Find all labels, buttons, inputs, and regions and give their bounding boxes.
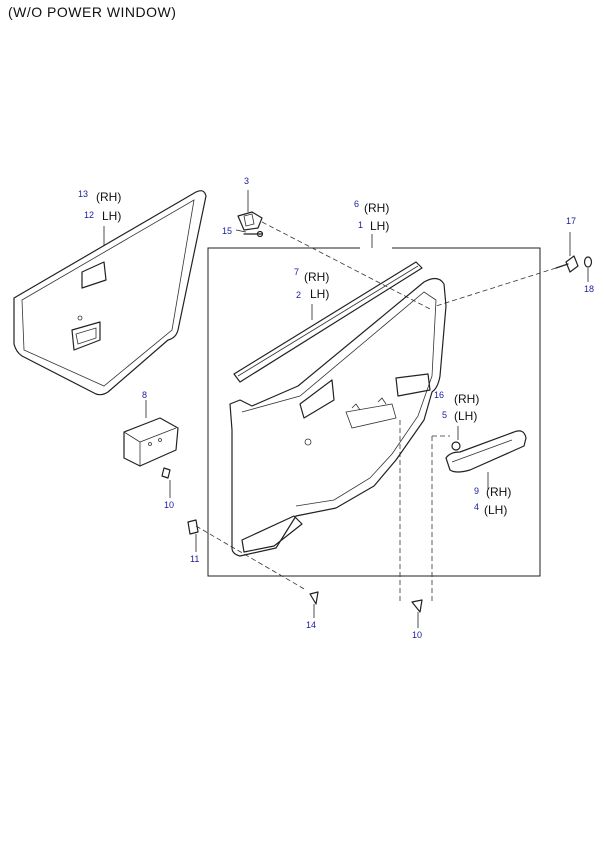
- assembly-frame: [207, 247, 541, 577]
- callout-14: 14: [306, 620, 316, 630]
- callout-9: 9: [474, 486, 479, 496]
- callout-13: 13: [78, 189, 88, 199]
- door-trim-panel: [13, 190, 207, 396]
- callout-17: 17: [566, 216, 576, 226]
- side-4: (LH): [484, 503, 507, 517]
- callout-3: 3: [244, 176, 249, 186]
- callout-15: 15: [222, 226, 232, 236]
- assembly-guides: [195, 221, 557, 604]
- callout-16: 16: [434, 390, 444, 400]
- side-13: (RH): [96, 190, 121, 204]
- fasteners: [187, 255, 593, 613]
- callout-4: 4: [474, 502, 479, 512]
- side-7: (RH): [304, 270, 329, 284]
- callout-8: 8: [142, 390, 147, 400]
- callout-6: 6: [354, 199, 359, 209]
- leader-lines: [103, 190, 589, 628]
- garnish: [123, 417, 179, 479]
- callout-10-b: 10: [412, 630, 422, 640]
- callout-18: 18: [584, 284, 594, 294]
- diagram-heading: (W/O POWER WINDOW): [8, 4, 177, 20]
- door-trim: [229, 277, 447, 557]
- bracket: [237, 211, 264, 238]
- callout-7: 7: [294, 267, 299, 277]
- side-9: (RH): [486, 485, 511, 499]
- callout-11: 11: [190, 554, 199, 564]
- side-6: (RH): [364, 201, 389, 215]
- side-5: (LH): [454, 409, 477, 423]
- callout-2: 2: [296, 290, 301, 300]
- side-2: LH): [310, 287, 329, 301]
- callout-12: 12: [84, 210, 94, 220]
- side-1: LH): [370, 219, 389, 233]
- weatherstrip: [233, 261, 423, 383]
- side-12: LH): [102, 209, 121, 223]
- callout-5: 5: [442, 410, 447, 420]
- armrest-handle: [445, 430, 527, 473]
- side-16: (RH): [454, 392, 479, 406]
- callout-1: 1: [358, 220, 363, 230]
- callout-10-a: 10: [164, 500, 174, 510]
